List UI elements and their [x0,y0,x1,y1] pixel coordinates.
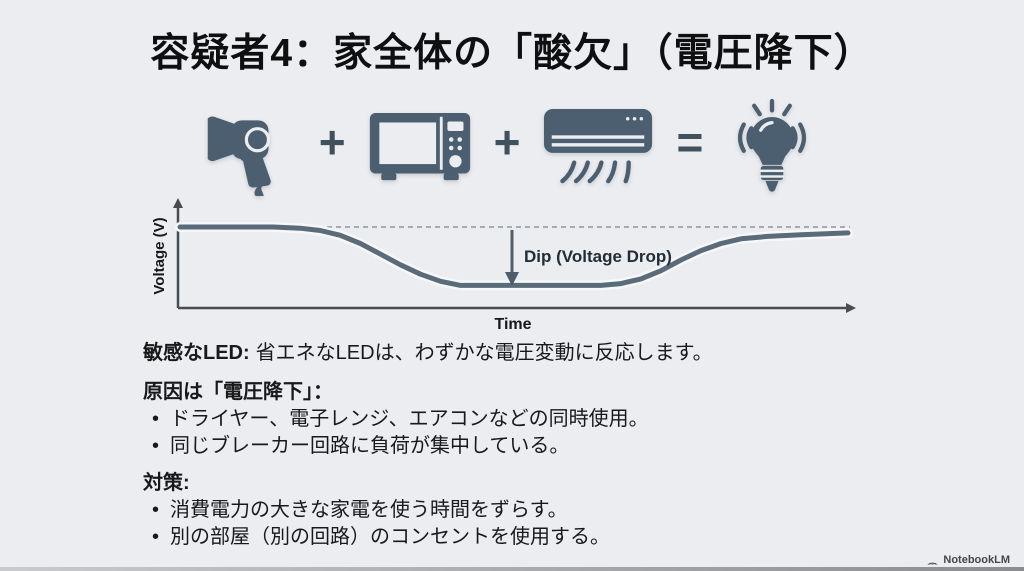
measures-bullet-1: 消費電力の大きな家電を使う時間をずらす。 [170,499,568,521]
bullet-glyph: • [152,499,160,521]
cause-bullet-2: 同じブレーカー回路に負荷が集中している。 [170,435,570,457]
list-item: • 同じブレーカー回路に負荷が集中している。 [143,433,649,460]
x-axis-arrowhead [846,303,856,313]
light-bulb-icon [738,98,807,192]
cause-section: 原因は「電圧降下」： • ドライヤー、電子レンジ、エアコンなどの同時使用。 • … [143,379,649,460]
equals-operator: = [676,116,704,168]
air-conditioner-icon [544,109,653,184]
plus-operator: + [493,116,521,168]
plus-operator: + [318,116,346,168]
notebooklm-logo-icon [927,562,939,565]
sensitive-led-note: 敏感なLED:省エネなLEDは、わずかな電圧変動に反応します。 [143,340,713,367]
y-axis-arrowhead [173,198,183,208]
measures-heading: 対策: [143,472,190,494]
bullet-glyph: • [152,408,160,430]
notebooklm-watermark: NotebookLM [926,554,1010,566]
cause-heading: 原因は「電圧降下」： [143,381,333,403]
voltage-curve [177,224,851,288]
microwave-icon [369,113,470,181]
dip-annotation: Dip (Voltage Drop) [524,247,672,266]
page-title: 容疑者4：家全体の「酸欠」（電圧降下） [150,32,874,75]
list-item: • 別の部屋（別の回路）のコンセントを使用する。 [143,524,610,551]
sensitive-led-label: 敏感なLED: [143,342,250,364]
chart-axes [176,204,848,310]
sensitive-led-text: 省エネなLEDは、わずかな電圧変動に反応します。 [255,342,713,364]
list-item: • ドライヤー、電子レンジ、エアコンなどの同時使用。 [143,406,649,433]
y-axis-label: Voltage (V) [151,217,168,294]
measures-section: 対策: • 消費電力の大きな家電を使う時間をずらす。 • 別の部屋（別の回路）の… [143,470,610,551]
list-item: • 消費電力の大きな家電を使う時間をずらす。 [143,497,610,524]
x-axis-label: Time [494,316,531,333]
appliance-equation: + + [0,98,1024,198]
bullet-glyph: • [152,435,160,457]
cause-bullet-1: ドライヤー、電子レンジ、エアコンなどの同時使用。 [170,408,649,430]
hair-dryer-icon [207,116,271,196]
bullet-glyph: • [152,526,160,548]
voltage-chart: Dip (Voltage Drop) Voltage (V) Time [150,196,862,338]
measures-bullet-2: 別の部屋（別の回路）のコンセントを使用する。 [170,526,610,548]
bottom-edge-bar [0,567,1024,571]
dip-arrowhead [505,272,519,286]
watermark-text: NotebookLM [943,554,1010,566]
